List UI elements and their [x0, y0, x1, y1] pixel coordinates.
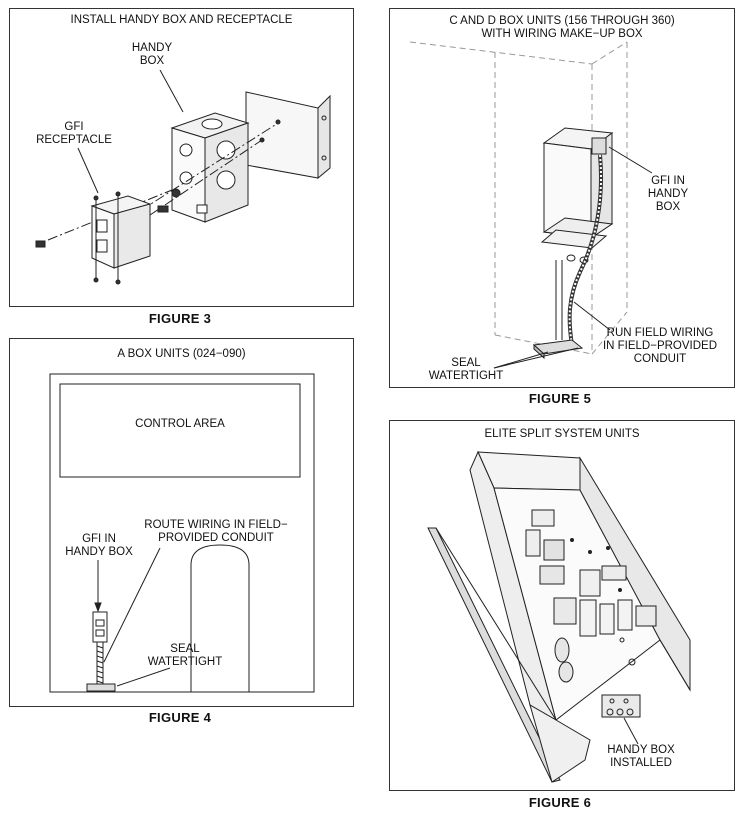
figure-4-label-route-wiring: ROUTE WIRING IN FIELD− PROVIDED CONDUIT — [144, 519, 288, 544]
figure-5-label-run-field-wiring: RUN FIELD WIRING IN FIELD−PROVIDED CONDU… — [602, 327, 718, 365]
figure-5-label-seal-watertight: SEAL WATERTIGHT — [428, 357, 504, 382]
figure-3-caption: FIGURE 3 — [148, 311, 212, 326]
figure-6-title: ELITE SPLIT SYSTEM UNITS — [484, 428, 640, 440]
figure-3-title: INSTALL HANDY BOX AND RECEPTACLE — [70, 14, 293, 26]
figure-4-caption: FIGURE 4 — [148, 710, 212, 725]
figure-5-title: C AND D BOX UNITS (156 THROUGH 360) WITH… — [449, 15, 675, 40]
figure-3-label-handy-box: HANDY BOX — [131, 42, 173, 67]
figure-4-panel — [9, 338, 354, 707]
figure-6-label-handy-box-installed: HANDY BOX INSTALLED — [607, 744, 675, 769]
figure-4-title: A BOX UNITS (024−090) — [117, 348, 246, 360]
figure-5-label-gfi-handy-box: GFI IN HANDY BOX — [647, 175, 689, 213]
figure-3-label-gfi-receptacle: GFI RECEPTACLE — [36, 121, 112, 146]
figure-5-caption: FIGURE 5 — [528, 391, 592, 406]
figure-4-label-control-area: CONTROL AREA — [135, 418, 225, 430]
figure-4-label-seal-watertight: SEAL WATERTIGHT — [147, 643, 223, 668]
figure-6-caption: FIGURE 6 — [528, 795, 592, 810]
figure-4-label-gfi-handy-box: GFI IN HANDY BOX — [65, 533, 133, 558]
